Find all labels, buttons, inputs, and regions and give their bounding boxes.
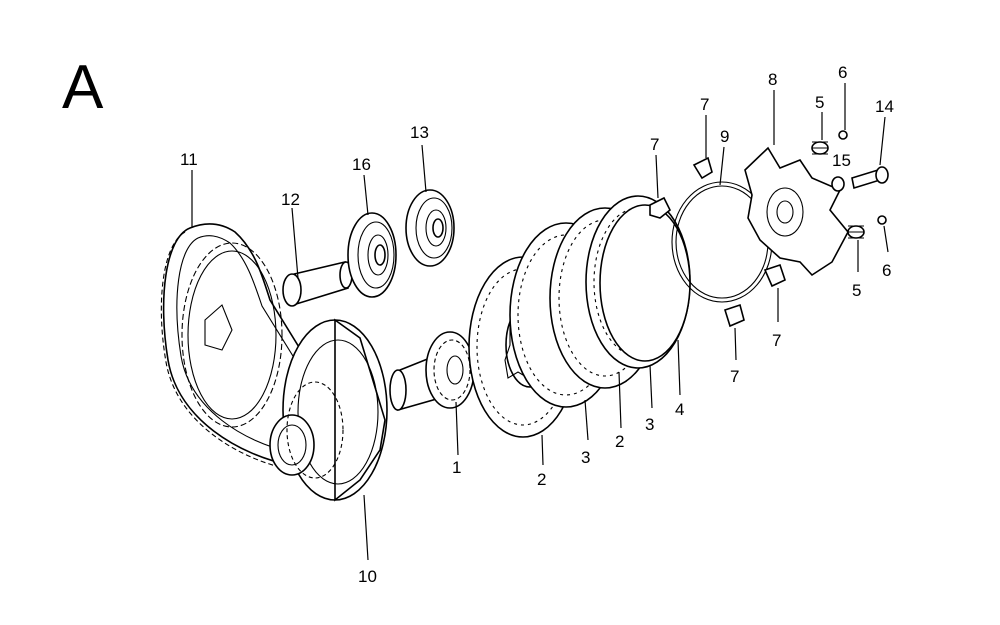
callout-15: 15	[832, 151, 851, 170]
clutch-drum	[269, 318, 388, 502]
clip-icon	[649, 196, 672, 219]
callout-11: 11	[180, 150, 198, 169]
shaft-icon	[282, 261, 353, 307]
nut-icon	[838, 130, 848, 140]
callout-5b: 5	[852, 281, 861, 300]
callout-6a: 6	[838, 63, 847, 82]
callout-2a: 2	[537, 470, 546, 489]
callout-3b: 3	[645, 415, 654, 434]
callout-8: 8	[768, 70, 777, 89]
callout-7d: 7	[730, 367, 739, 386]
callout-14: 14	[875, 97, 894, 116]
callout-5a: 5	[815, 93, 824, 112]
bolt-icon	[851, 166, 889, 190]
clip-icon	[763, 263, 786, 288]
spring-icon	[811, 141, 829, 155]
spring-icon	[847, 225, 865, 239]
callout-1: 1	[452, 458, 461, 477]
callout-16: 16	[352, 155, 371, 174]
clip-icon	[724, 303, 745, 328]
callout-9: 9	[720, 127, 729, 146]
pressure-plate	[744, 146, 849, 277]
sprocket-icon	[181, 242, 283, 428]
callout-4: 4	[675, 400, 684, 419]
sprocket-icon	[286, 381, 344, 479]
clip-icon	[692, 156, 713, 180]
section-letter: A	[62, 53, 104, 122]
callout-7c: 7	[772, 331, 781, 350]
callout-3a: 3	[581, 448, 590, 467]
callout-7a: 7	[650, 135, 659, 154]
callout-10: 10	[358, 567, 377, 586]
nut-icon	[877, 215, 887, 225]
callout-7b: 7	[700, 95, 709, 114]
leader-lines	[191, 83, 889, 561]
washer	[831, 176, 845, 192]
callout-13: 13	[410, 123, 429, 142]
callout-6b: 6	[882, 261, 891, 280]
clutch-plate-icon	[599, 204, 691, 362]
ball-bearing-icon	[405, 189, 455, 267]
callout-2b: 2	[615, 432, 624, 451]
callout-12: 12	[281, 190, 300, 209]
callout-labels: 11 12 16 13 1 2 3 2 3 4 7 7 9 8 5 6 14 1…	[180, 63, 894, 586]
gear-icon	[389, 331, 475, 412]
ball-bearing-icon	[347, 212, 397, 298]
